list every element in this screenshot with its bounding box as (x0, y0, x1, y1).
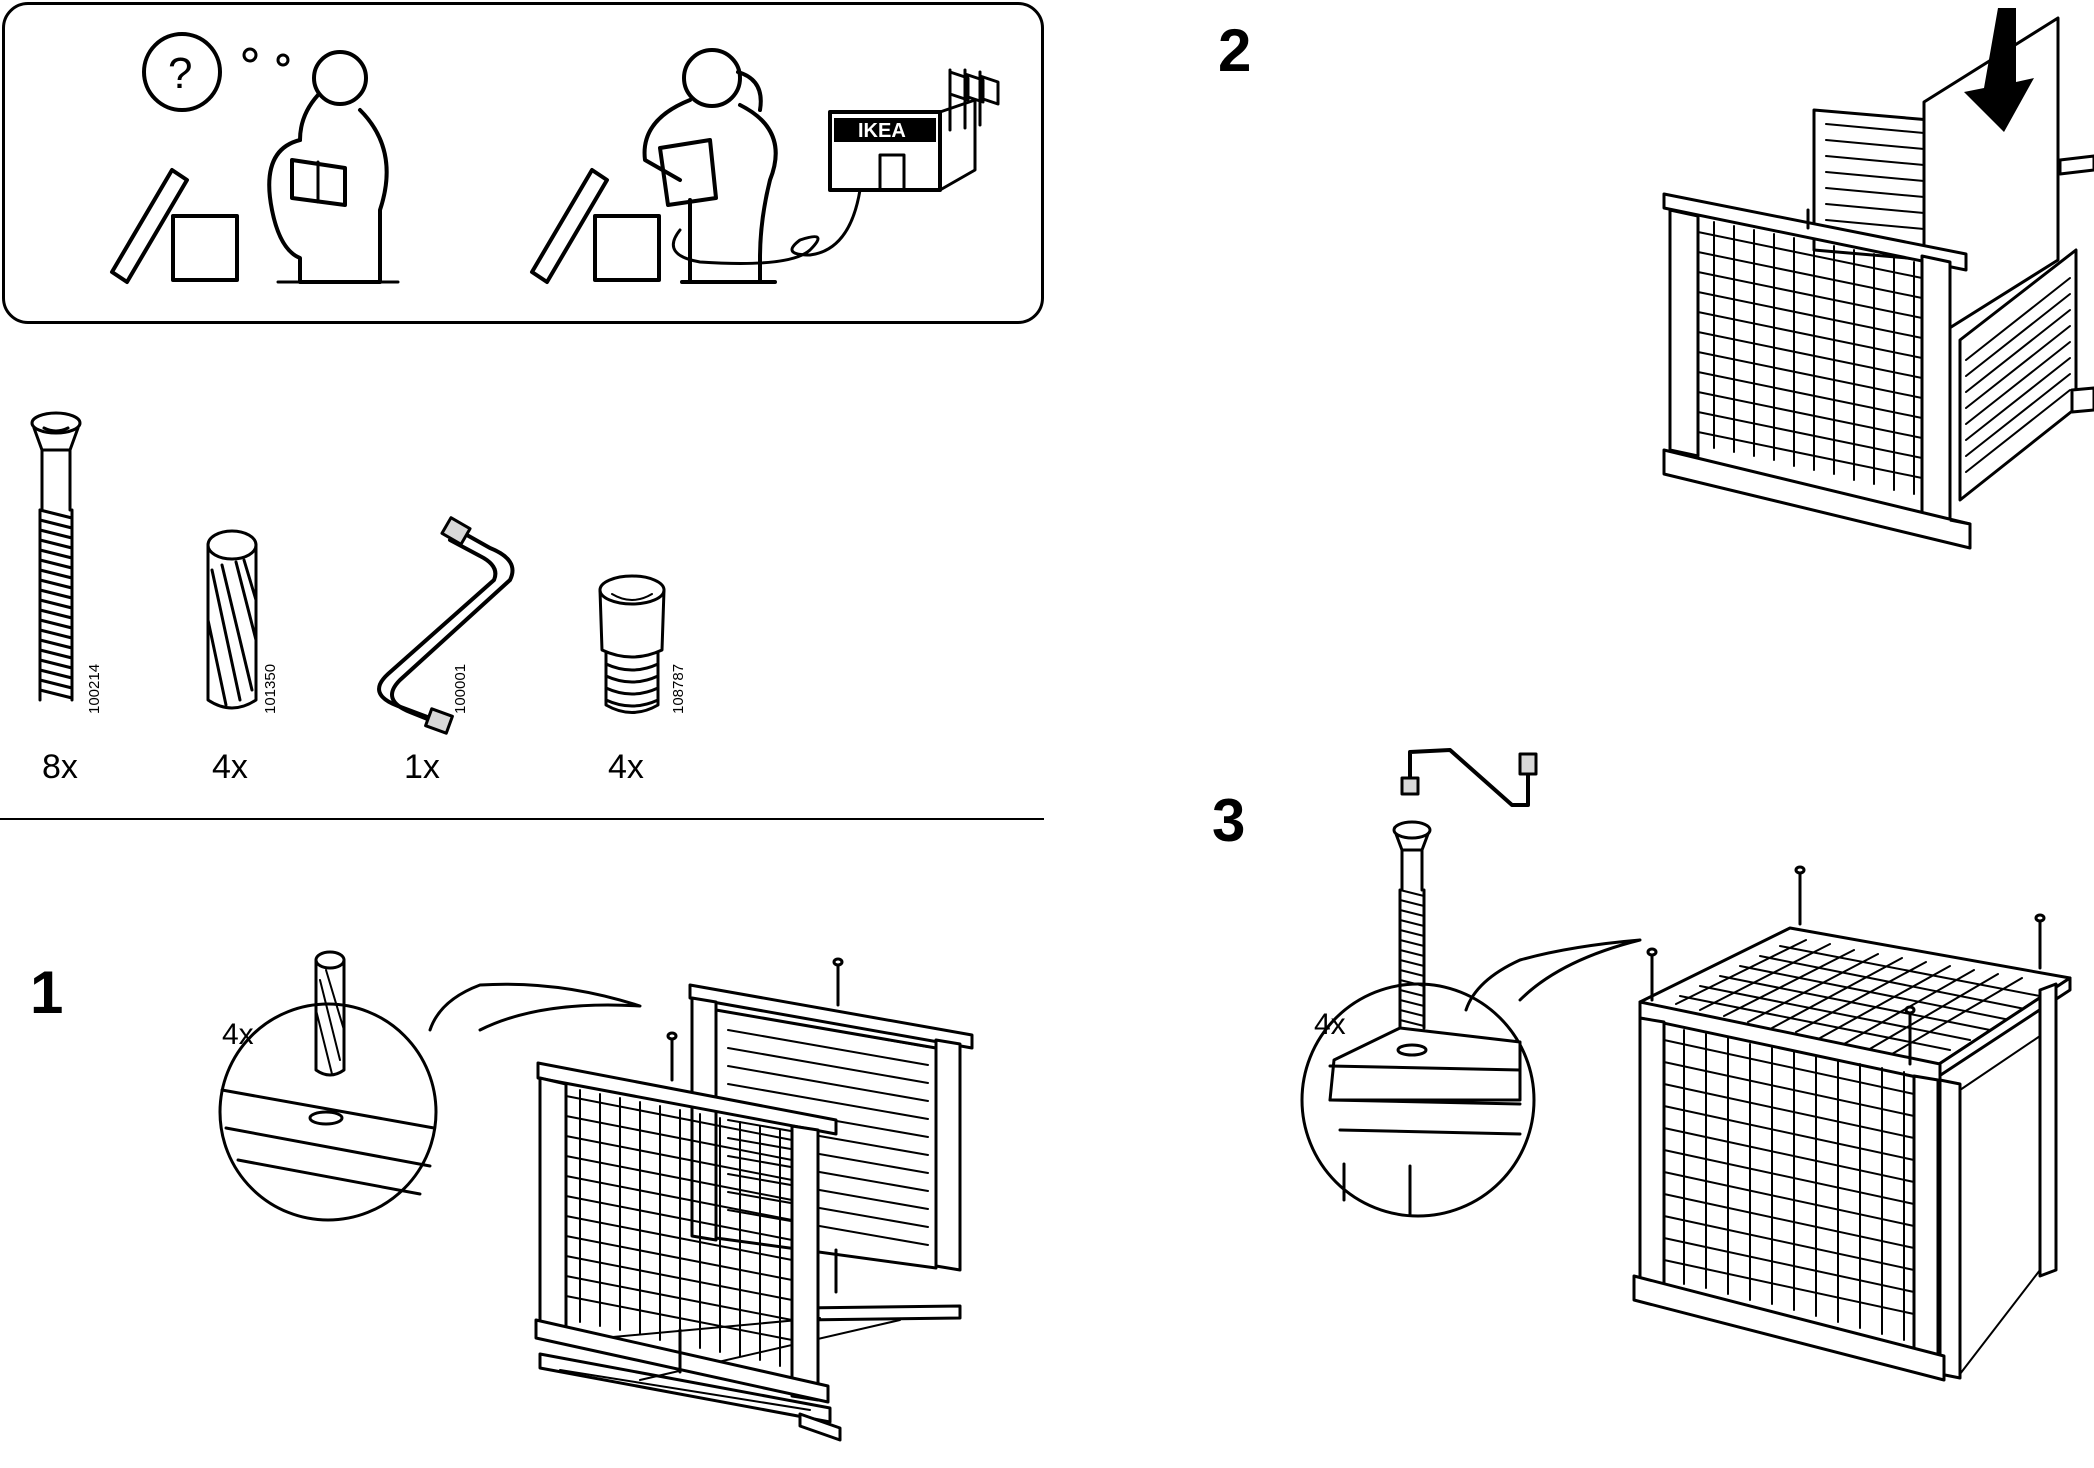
step-3-assembly-drawing (0, 0, 2094, 1468)
